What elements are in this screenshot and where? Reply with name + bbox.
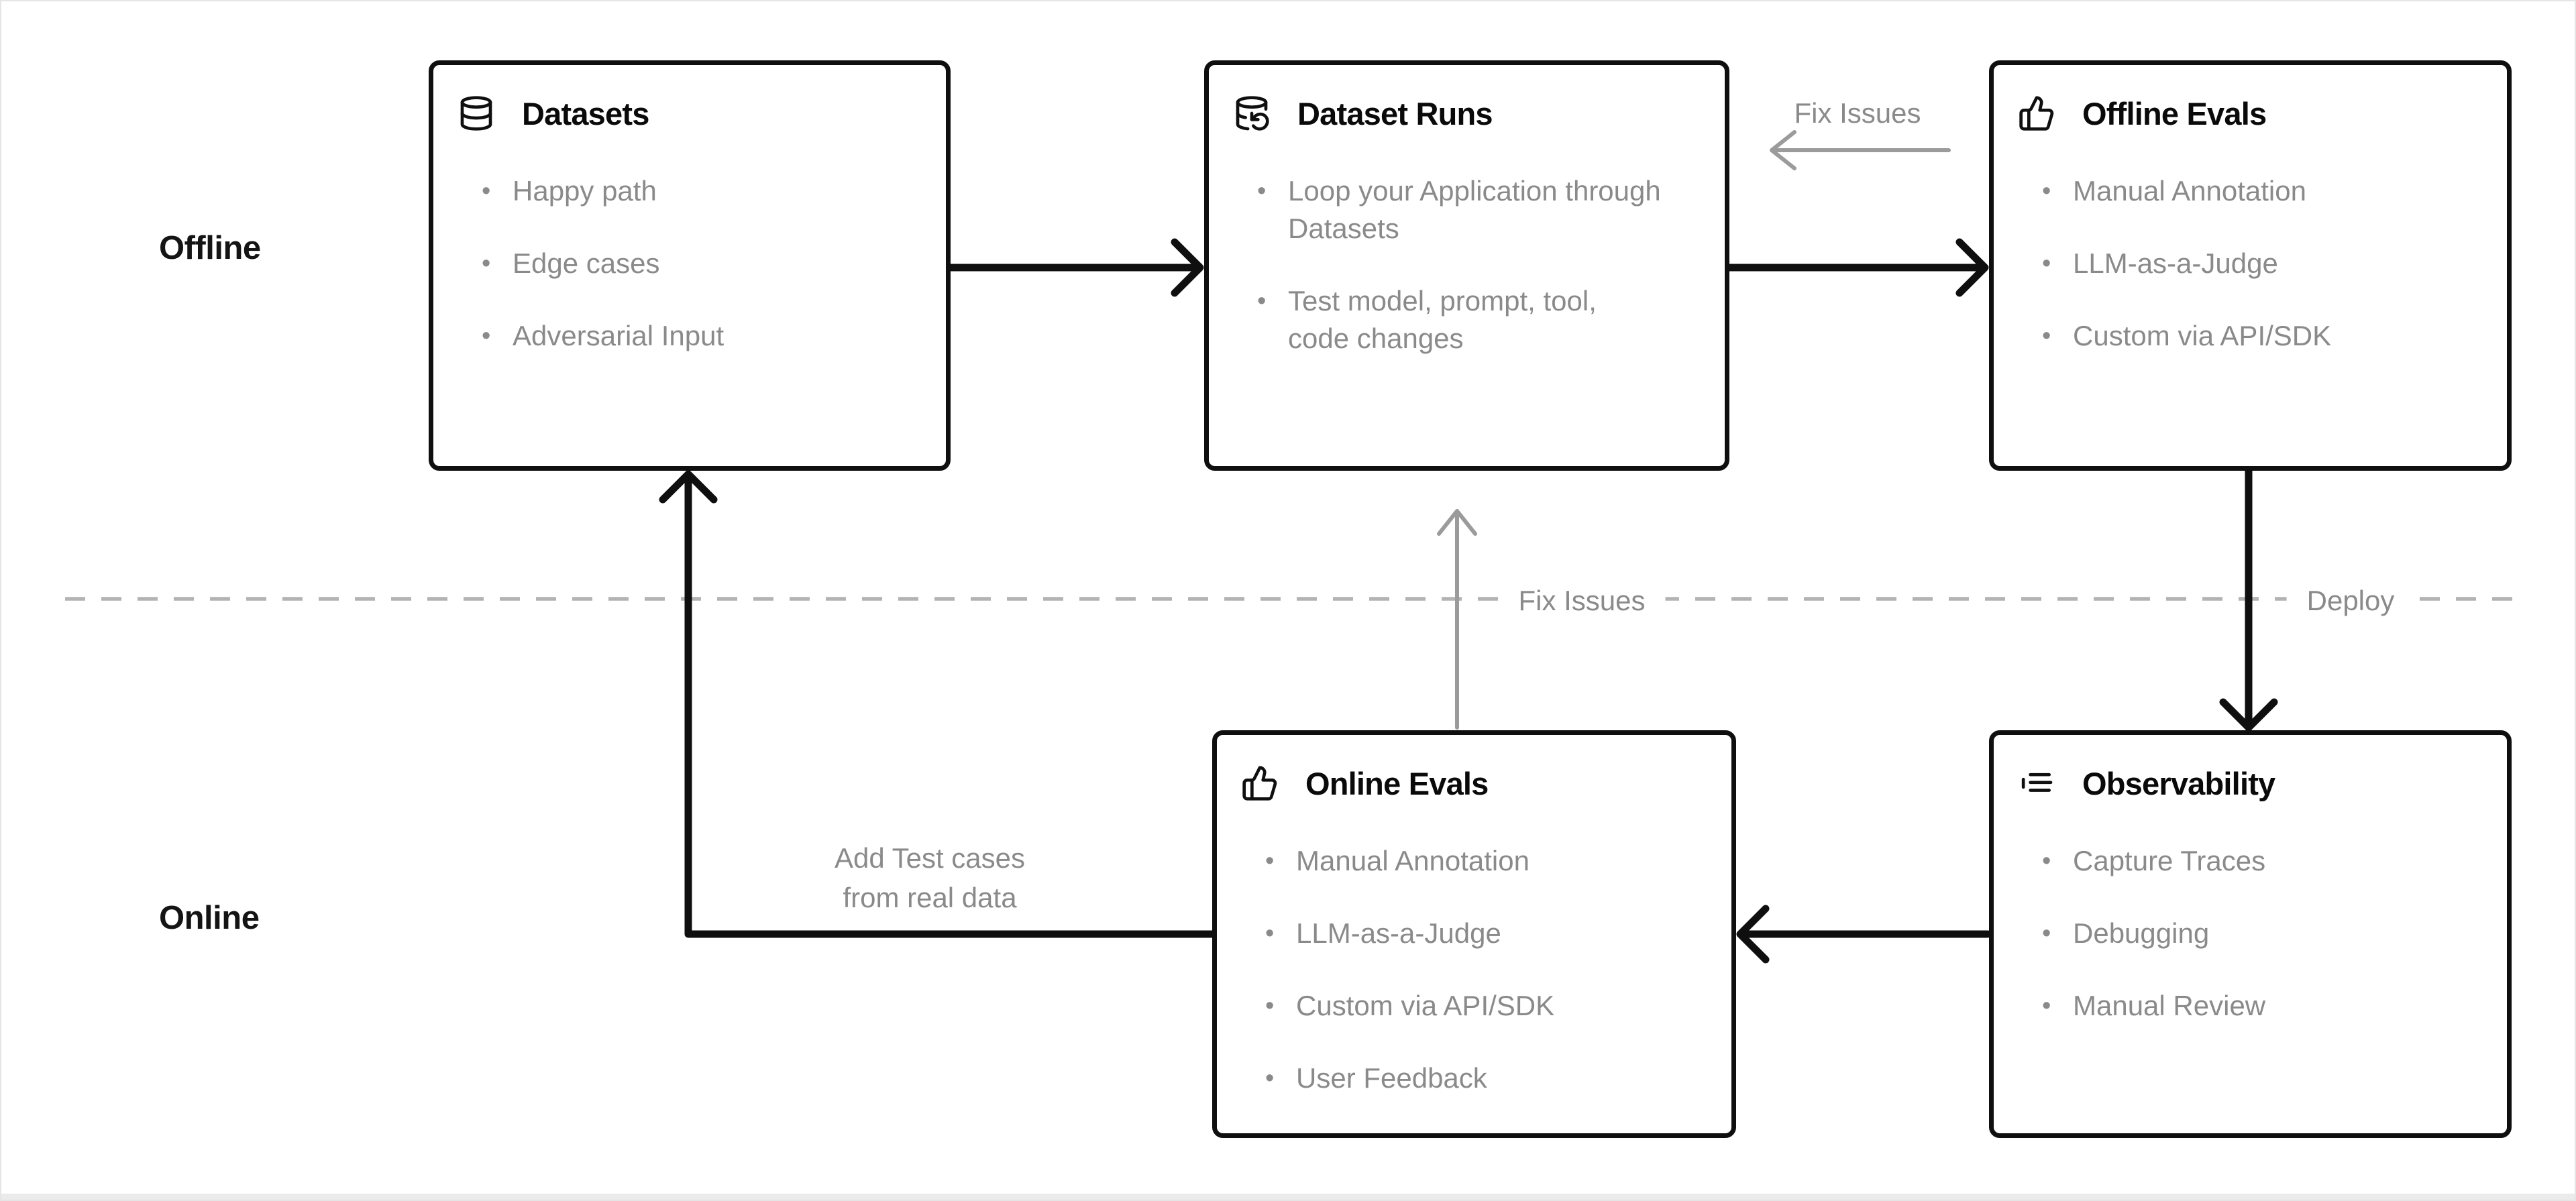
datasets-header: Datasets	[458, 95, 946, 132]
logs-icon	[2018, 764, 2055, 802]
fix-issues-top-arrow	[1770, 130, 1951, 170]
list-item: • Debugging	[2042, 917, 2210, 949]
list-item: • Capture Traces	[2042, 845, 2266, 876]
list-item: • Adversarial Input	[482, 320, 724, 351]
database-refresh-icon	[1233, 95, 1271, 132]
observability-list: • Capture Traces • Debugging • Manual Re…	[2042, 842, 2507, 1025]
observability-header: Observability	[2018, 764, 2507, 802]
bottom-edge-strip	[1, 1194, 2575, 1200]
dataset-runs-box: Dataset Runs • Loop your Application thr…	[1204, 60, 1729, 471]
online-evals-box: Online Evals • Manual Annotation • LLM-a…	[1212, 730, 1736, 1138]
list-item: • Loop your Application through Datasets	[1257, 175, 1661, 244]
add-test-cases-label: Add Test cases from real data	[835, 838, 1025, 917]
list-item: • Edge cases	[482, 247, 660, 279]
online-evals-header: Online Evals	[1241, 764, 1731, 802]
observability-box: Observability • Capture Traces • Debuggi…	[1989, 730, 2512, 1138]
thumbs-up-icon	[1241, 764, 1279, 802]
deploy-label: Deploy	[2286, 581, 2415, 621]
offline-evals-header: Offline Evals	[2018, 95, 2507, 132]
online-evals-title: Online Evals	[1305, 765, 1489, 801]
dataset-runs-title: Dataset Runs	[1297, 95, 1493, 131]
dataset-runs-list: • Loop your Application through Datasets…	[1257, 172, 1725, 357]
add-test-cases-line1: Add Test cases	[834, 842, 1026, 874]
dataset-runs-to-offline-evals-arrow	[1724, 238, 1989, 297]
list-item: • Custom via API/SDK	[1265, 990, 1555, 1021]
deploy-arrow	[2219, 467, 2278, 732]
observability-to-online-evals-arrow	[1736, 905, 1992, 964]
lane-label-offline: Offline	[159, 230, 261, 266]
database-icon	[458, 95, 495, 132]
datasets-list: • Happy path • Edge cases • Adversarial …	[482, 172, 946, 355]
list-item: • Test model, prompt, tool, code changes	[1257, 285, 1597, 354]
fix-issues-mid-arrow	[1437, 509, 1477, 730]
list-item: • Manual Annotation	[2042, 175, 2306, 207]
datasets-to-dataset-runs-arrow	[945, 238, 1204, 297]
list-item: • Custom via API/SDK	[2042, 320, 2332, 351]
thumbs-up-icon	[2018, 95, 2055, 132]
offline-evals-box: Offline Evals • Manual Annotation • LLM-…	[1989, 60, 2512, 471]
list-item: • Manual Annotation	[1265, 845, 1529, 876]
lane-label-online: Online	[159, 900, 260, 936]
observability-title: Observability	[2082, 765, 2275, 801]
list-item: • LLM-as-a-Judge	[1265, 917, 1501, 949]
dataset-runs-header: Dataset Runs	[1233, 95, 1725, 132]
datasets-title: Datasets	[522, 95, 649, 131]
online-evals-list: • Manual Annotation • LLM-as-a-Judge • C…	[1265, 842, 1731, 1097]
add-test-cases-line2: from real data	[843, 882, 1017, 913]
offline-evals-title: Offline Evals	[2082, 95, 2267, 131]
list-item: • Happy path	[482, 175, 657, 207]
list-item: • Manual Review	[2042, 990, 2266, 1021]
online-evals-to-datasets-arrow	[659, 470, 1216, 938]
offline-evals-list: • Manual Annotation • LLM-as-a-Judge • C…	[2042, 172, 2507, 355]
fix-issues-mid-label: Fix Issues	[1498, 581, 1666, 621]
list-item: • LLM-as-a-Judge	[2042, 247, 2278, 279]
list-item: • User Feedback	[1265, 1062, 1487, 1094]
datasets-box: Datasets • Happy path • Edge cases • Adv…	[429, 60, 951, 471]
fix-issues-top-label: Fix Issues	[1794, 97, 1921, 129]
